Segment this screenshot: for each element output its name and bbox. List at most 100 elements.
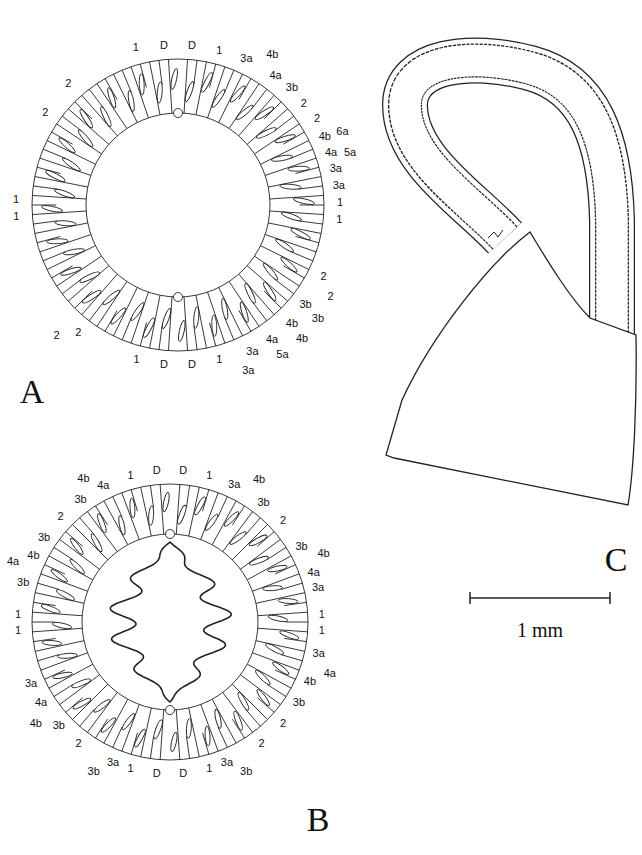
minor-septum <box>257 698 274 713</box>
major-septum <box>82 274 118 315</box>
septal-lamella <box>52 671 73 680</box>
septum-label: D <box>179 465 187 476</box>
septal-lamella <box>133 728 147 748</box>
scale-tick <box>609 592 611 604</box>
septum-label: 2 <box>321 271 327 282</box>
septal-lamella <box>72 697 92 711</box>
notch <box>174 109 183 118</box>
septum-label: 4b <box>253 474 265 485</box>
septum-label: 4a <box>97 480 109 491</box>
septal-lamella <box>61 156 81 172</box>
septal-lamella <box>204 726 210 746</box>
minor-septum <box>218 496 227 516</box>
septal-lamella <box>290 227 311 241</box>
septal-lamella <box>45 169 66 183</box>
septum-label: 3a <box>246 346 258 357</box>
septal-lamella <box>109 306 127 325</box>
septal-lamella <box>176 504 187 524</box>
major-septum <box>196 62 207 115</box>
minor-septum <box>246 518 261 535</box>
major-septum <box>268 223 321 234</box>
major-septum <box>131 67 148 118</box>
septal-lamella <box>229 84 247 103</box>
minor-septum <box>89 89 104 108</box>
septum-label: 2 <box>280 718 286 729</box>
major-septum <box>208 292 225 343</box>
outer-wall <box>32 59 324 351</box>
major-septum <box>184 59 188 113</box>
septal-lamella <box>239 301 250 323</box>
septum-label: 2 <box>280 515 286 526</box>
septal-lamella <box>117 515 126 536</box>
septum-label: 3a <box>242 365 254 376</box>
major-septum <box>41 653 88 670</box>
septal-lamella <box>148 506 154 526</box>
septum-label: 6a <box>336 126 348 137</box>
septum-label: 2 <box>314 113 320 124</box>
minor-septum <box>80 709 95 726</box>
septal-lamella <box>68 558 86 576</box>
major-septum <box>219 288 243 336</box>
septal-lamella <box>169 732 178 753</box>
minor-septum <box>43 149 65 158</box>
septal-lamella <box>152 719 163 739</box>
major-septum <box>104 501 128 545</box>
minor-septum <box>33 221 57 224</box>
septum-label: 3b <box>17 577 29 588</box>
septal-lamella <box>100 716 118 734</box>
minor-septum <box>122 70 131 92</box>
minor-septum <box>33 638 55 641</box>
major-septum <box>229 84 259 129</box>
minor-septum <box>80 518 95 535</box>
minor-septum <box>225 70 234 92</box>
major-septum <box>176 710 180 760</box>
septum-label: 1 <box>128 470 134 481</box>
septal-lamella <box>193 496 207 516</box>
minor-septum <box>113 727 122 747</box>
septum-label: 3b <box>38 532 50 543</box>
minor-septum <box>232 506 244 525</box>
minor-septum <box>267 684 286 696</box>
septal-lamella <box>211 315 217 337</box>
septum-label: 1 <box>319 625 325 636</box>
minor-septum <box>275 116 294 131</box>
major-septum <box>150 295 161 348</box>
outer-wall <box>32 484 308 760</box>
septum-label: 1 <box>206 470 212 481</box>
septa-ring-b <box>32 484 308 760</box>
major-septum <box>32 628 82 632</box>
major-septum <box>201 493 218 540</box>
minor-septum <box>218 727 227 747</box>
major-septum <box>196 295 207 348</box>
septal-lamella <box>278 598 298 604</box>
minor-septum <box>246 709 261 726</box>
septal-lamella <box>177 320 186 342</box>
minor-septum <box>38 655 60 661</box>
major-septum <box>40 158 91 175</box>
septum-label: 2 <box>328 291 334 302</box>
major-septum <box>122 704 139 751</box>
septal-lamella <box>41 603 61 614</box>
minor-septum <box>299 186 323 189</box>
scale-bar <box>470 592 610 604</box>
minor-septum <box>54 684 73 696</box>
septum-label: 1 <box>13 194 19 205</box>
septal-lamella <box>279 256 298 274</box>
septum-label: 1 <box>134 354 140 365</box>
major-septum <box>160 710 164 760</box>
septum-label: 2 <box>76 738 82 749</box>
major-septum <box>201 704 218 751</box>
minor-septum <box>150 485 153 507</box>
septum-label: 1 <box>337 197 343 208</box>
septum-label: 4b <box>317 548 329 559</box>
major-septum <box>141 487 152 536</box>
septal-lamella <box>214 708 223 729</box>
septum-label: 4a <box>325 147 337 158</box>
septal-lamella <box>235 104 255 122</box>
septal-lamella <box>262 585 282 591</box>
minor-septum <box>284 602 306 605</box>
corallite-outline-c <box>386 60 636 505</box>
septal-lamella <box>204 513 220 532</box>
minor-septum <box>131 490 137 512</box>
notch <box>166 706 175 715</box>
